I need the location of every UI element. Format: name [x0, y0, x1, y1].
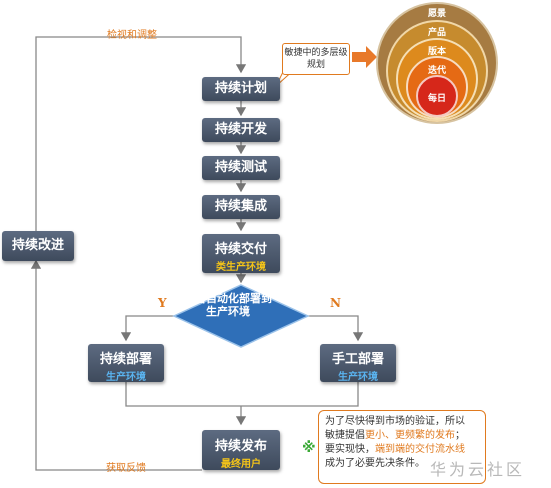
link-icon: ※ [302, 440, 316, 456]
step-manual-deployment: 手工部署 生产环境 [320, 344, 396, 383]
step-label: 持续计划 [214, 81, 267, 96]
step-sublabel: 类生产环境 [216, 262, 266, 273]
step-label: 持续测试 [214, 160, 267, 175]
step-label: 持续交付 [214, 242, 267, 257]
step-continuous-release: 持续发布 最终用户 [202, 430, 280, 470]
step-continuous-improvement: 持续改进 [2, 231, 74, 261]
step-sublabel: 最终用户 [221, 459, 261, 470]
watermark: 华为云社区 [430, 460, 526, 479]
note-line: 为了尽快得到市场的验证，所以 [325, 416, 465, 427]
ring-label-product: 产品 [427, 27, 446, 37]
note-line: 要实现快，端到端的交付流水线 [325, 443, 479, 457]
callout-multilevel-planning: 敏捷中的多层级规划 [282, 43, 350, 75]
note-text: ； [455, 430, 465, 441]
step-continuous-testing: 持续测试 [202, 156, 280, 180]
loop-label-top: 检视和调整 [107, 30, 157, 41]
step-sublabel: 生产环境 [106, 372, 146, 383]
branch-yes-label: Y [158, 296, 167, 310]
note-text: 敏捷提倡 [325, 430, 365, 441]
step-continuous-deployment: 持续部署 生产环境 [88, 344, 164, 383]
ring-label-daily: 每日 [427, 93, 446, 103]
step-label: 手工部署 [331, 352, 384, 367]
ring-label-release: 版本 [427, 46, 446, 56]
step-label: 持续发布 [214, 439, 267, 454]
step-continuous-integration: 持续集成 [202, 195, 280, 219]
arrow-icon [352, 46, 377, 68]
step-label: 持续部署 [99, 352, 152, 367]
decision-diamond [172, 284, 310, 348]
step-label: 持续改进 [11, 238, 64, 253]
decision-text: 是否自动化部署到生产环境 [184, 292, 272, 318]
step-label: 持续开发 [214, 122, 267, 137]
note-box: 为了尽快得到市场的验证，所以 敏捷提倡更小、更频繁的发布； 要实现快，端到端的交… [318, 410, 486, 484]
note-text: 要实现快， [325, 444, 375, 455]
planning-onion [376, 2, 498, 124]
note-highlight: 端到端的交付流水线 [375, 444, 465, 455]
step-continuous-delivery: 持续交付 类生产环境 [202, 234, 280, 273]
step-continuous-planning: 持续计划 [202, 77, 280, 101]
note-line: 成为了必要先决条件。 [325, 458, 425, 469]
note-line: 敏捷提倡更小、更频繁的发布； [325, 429, 479, 443]
step-continuous-development: 持续开发 [202, 118, 280, 142]
note-highlight: 更小、更频繁的发布 [365, 430, 455, 441]
step-label: 持续集成 [214, 199, 267, 214]
ring-label-vision: 愿景 [427, 8, 446, 18]
branch-no-label: N [330, 296, 341, 310]
loop-label-bottom: 获取反馈 [106, 463, 146, 474]
ring-label-iteration: 迭代 [427, 65, 446, 75]
step-sublabel: 生产环境 [338, 372, 378, 383]
